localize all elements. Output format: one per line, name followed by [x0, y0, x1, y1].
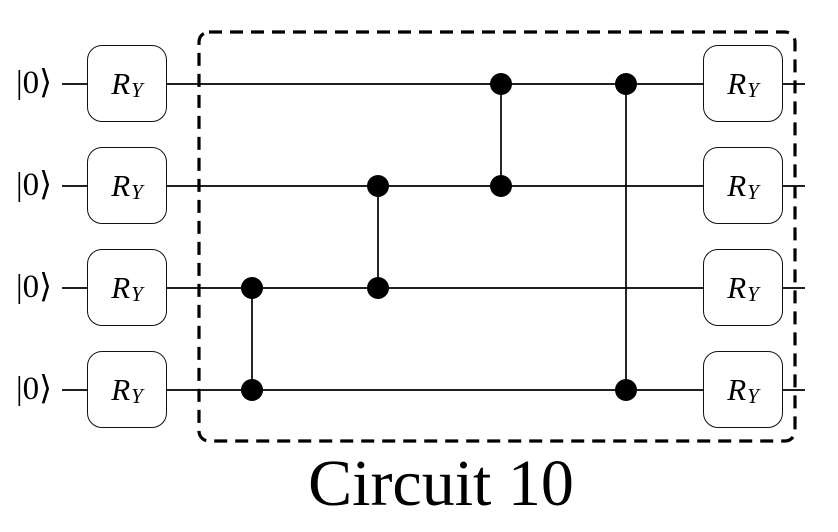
- cz-control-dot-q1: [367, 175, 389, 197]
- ry-gate-subscript-label: Y: [131, 78, 143, 102]
- cz-gate-q1-q2: [367, 175, 389, 299]
- ry-gate-base-label: R: [727, 167, 747, 203]
- ry-gate-base-label: R: [727, 371, 747, 407]
- cz-control-dot-q2: [241, 277, 263, 299]
- ket-label-q2: |0⟩: [16, 269, 52, 305]
- cz-gates: [241, 73, 637, 401]
- ry-gate-base-label: R: [111, 269, 131, 305]
- cz-control-dot-q3: [615, 379, 637, 401]
- ket-label-q1: |0⟩: [16, 167, 52, 203]
- ry-gate-base-label: R: [111, 371, 131, 407]
- ry-gate-subscript-label: Y: [747, 282, 759, 306]
- ry-gate-subscript-label: Y: [747, 78, 759, 102]
- ry-gate-base-label: R: [111, 65, 131, 101]
- ket-label-q0: |0⟩: [16, 65, 52, 101]
- ry-gate-subscript-label: Y: [747, 180, 759, 204]
- cz-control-dot-q0: [490, 73, 512, 95]
- ry-gate-subscript-label: Y: [747, 384, 759, 408]
- cz-control-dot-q3: [241, 379, 263, 401]
- ry-gate-subscript-label: Y: [131, 384, 143, 408]
- ket-label-q3: |0⟩: [16, 371, 52, 407]
- circuit-caption: Circuit 10: [308, 447, 574, 520]
- cz-gate-q0-q1: [490, 73, 512, 197]
- cz-gate-q2-q3: [241, 277, 263, 401]
- cz-control-dot-q2: [367, 277, 389, 299]
- ry-gate-base-label: R: [727, 269, 747, 305]
- entangling-block-dashed-border: [197, 30, 797, 443]
- ry-gate-subscript-label: Y: [131, 282, 143, 306]
- ry-gate-subscript-label: Y: [131, 180, 143, 204]
- ry-gate-base-label: R: [111, 167, 131, 203]
- cz-control-dot-q0: [615, 73, 637, 95]
- qubit-wires: [62, 83, 805, 391]
- cz-control-dot-q1: [490, 175, 512, 197]
- cz-gate-q0-q3: [615, 73, 637, 401]
- ry-gate-base-label: R: [727, 65, 747, 101]
